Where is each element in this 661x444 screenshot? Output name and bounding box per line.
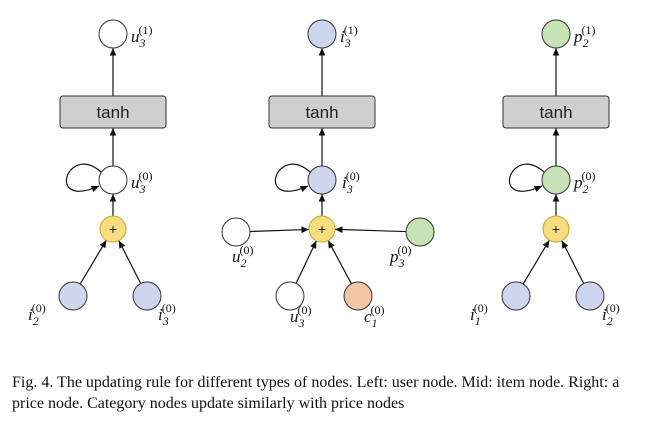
tanh-box bbox=[59, 95, 167, 129]
output-node-label: u3(1) bbox=[131, 23, 153, 50]
self-loop-arrow bbox=[508, 163, 545, 193]
arrow-input-to-aggregator bbox=[561, 240, 585, 284]
output-node bbox=[98, 19, 128, 49]
aggregator-symbol: + bbox=[552, 221, 560, 237]
aggregator-node bbox=[99, 215, 127, 243]
input-node bbox=[275, 281, 305, 311]
arrow-input-to-aggregator bbox=[522, 239, 550, 285]
node-update-diagram: u3(1) tanh u3(0) + i2(0) i3(0) i3(1) tanh i3(0) +… bbox=[28, 19, 620, 330]
input-node bbox=[58, 281, 88, 311]
center-node bbox=[98, 165, 128, 195]
aggregator-node bbox=[308, 215, 336, 243]
input-node-label: i2(0) bbox=[28, 301, 46, 328]
input-node-label: u3(0) bbox=[290, 303, 312, 330]
input-node bbox=[132, 281, 162, 311]
input-node bbox=[405, 217, 435, 247]
input-node-label: i2(0) bbox=[602, 301, 620, 328]
figure-caption: Fig. 4. The updating rule for different … bbox=[12, 374, 620, 412]
arrow-input-to-aggregator bbox=[327, 240, 352, 284]
center-node bbox=[541, 165, 571, 195]
input-node bbox=[343, 281, 373, 311]
arrow-input-to-aggregator bbox=[295, 240, 317, 284]
center-node-label: u3(0) bbox=[131, 169, 153, 196]
input-node-label: i3(0) bbox=[158, 301, 176, 328]
arrow-input-to-aggregator bbox=[79, 239, 107, 285]
input-node bbox=[221, 217, 251, 247]
arrow-input-to-aggregator bbox=[118, 240, 142, 284]
input-node-label: p3(0) bbox=[389, 243, 412, 270]
input-node-label: i1(0) bbox=[470, 301, 488, 328]
self-loop-arrow bbox=[274, 163, 311, 193]
input-node bbox=[501, 281, 531, 311]
tanh-box-label: tanh bbox=[96, 103, 129, 122]
tanh-box bbox=[268, 95, 376, 129]
output-node bbox=[307, 19, 337, 49]
input-node bbox=[575, 281, 605, 311]
input-node-label: u2(0) bbox=[232, 243, 254, 270]
arrow-input-to-aggregator bbox=[334, 226, 407, 233]
center-node-label: p2(0) bbox=[573, 169, 596, 196]
aggregator-node bbox=[542, 215, 570, 243]
self-loop-arrow bbox=[65, 163, 102, 193]
tanh-box bbox=[502, 95, 610, 129]
center-node bbox=[307, 165, 337, 195]
input-node-label: c1(0) bbox=[364, 303, 385, 330]
tanh-box-label: tanh bbox=[539, 103, 572, 122]
aggregator-symbol: + bbox=[318, 221, 326, 237]
arrow-input-to-aggregator bbox=[249, 226, 310, 234]
center-node-label: i3(0) bbox=[342, 169, 360, 196]
output-node-label: p2(1) bbox=[573, 23, 596, 50]
output-node-label: i3(1) bbox=[340, 23, 358, 50]
aggregator-symbol: + bbox=[109, 221, 117, 237]
tanh-box-label: tanh bbox=[305, 103, 338, 122]
output-node bbox=[541, 19, 571, 49]
